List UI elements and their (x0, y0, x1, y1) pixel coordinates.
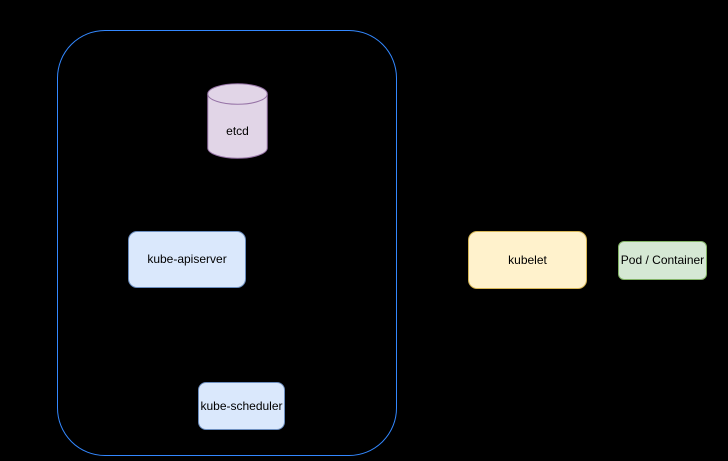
pod-container-label: Pod / Container (620, 253, 705, 267)
etcd-label: etcd (226, 124, 249, 138)
node-pod-container: Pod / Container (618, 241, 707, 280)
node-kube-scheduler: kube-scheduler (198, 382, 285, 430)
node-kube-apiserver: kube-apiserver (128, 231, 246, 288)
database-cylinder-icon (207, 83, 268, 159)
cluster-boundary (57, 30, 397, 456)
kube-apiserver-label: kube-apiserver (147, 252, 227, 266)
kubelet-label: kubelet (508, 252, 547, 267)
node-kubelet: kubelet (468, 231, 587, 289)
kube-scheduler-label: kube-scheduler (200, 398, 283, 413)
node-etcd: etcd (207, 83, 268, 159)
